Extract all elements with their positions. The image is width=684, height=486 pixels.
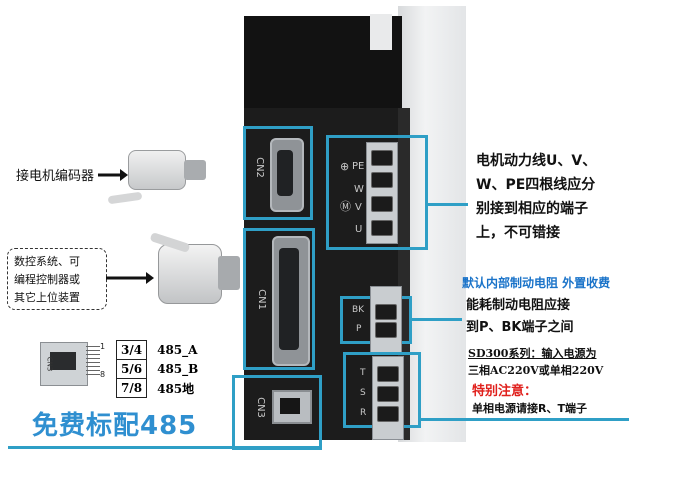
cnc-label-line-1: 数控系统、可	[14, 255, 80, 268]
motor-text-line-2: W、PE四根线应分	[476, 177, 596, 193]
sd300-line-2: 三相AC220V或单相220V	[468, 364, 604, 377]
encoder-arrow	[98, 169, 128, 181]
term-label-bk: BK	[352, 305, 365, 315]
sd300-line-1: SD300系列：输入电源为	[468, 347, 597, 360]
cnc-plug-shell	[218, 256, 240, 290]
motor-icon: Ⓜ	[340, 200, 351, 213]
single-phase-note: 单相电源请接R、T端子	[472, 402, 587, 415]
rs485-pins: 5/6	[115, 359, 148, 379]
rj45-pin-leads	[86, 346, 100, 376]
attention-label: 特别注意：	[472, 384, 538, 399]
drive-top-clip	[370, 14, 392, 50]
term-label-w: W	[354, 184, 364, 195]
rs485-pins: 7/8	[115, 378, 148, 398]
brake-note: 默认内部制动电阻 外置收费	[462, 276, 611, 290]
ground-icon: ⊕	[340, 160, 350, 173]
motor-text-line-4: 上，不可错接	[476, 225, 560, 241]
brake-terminal-block[interactable]	[370, 286, 402, 354]
cnc-plug	[158, 244, 222, 304]
cnc-arrow	[106, 272, 154, 284]
motor-text-line-3: 别接到相应的端子	[476, 201, 588, 217]
term-label-s: S	[360, 388, 366, 398]
term-label-u: U	[355, 224, 363, 235]
cn1-socket	[279, 248, 299, 350]
rj45-jack-socket	[50, 352, 76, 370]
power-terminal-slot-1	[377, 366, 399, 382]
motor-terminal-slot-3	[371, 196, 393, 212]
cn1-highlight-box	[243, 228, 315, 370]
brake-callout-line	[412, 318, 462, 321]
cn3-label: CN3	[254, 397, 266, 418]
rj45-pin-8: 8	[100, 370, 106, 379]
rj45-pin-1: 1	[100, 342, 106, 351]
encoder-label: 接电机编码器	[16, 169, 95, 184]
cn3-callout-line	[8, 446, 322, 449]
encoder-cable	[107, 191, 143, 205]
cn2-highlight-box	[243, 126, 313, 220]
motor-terminal-slot-1	[371, 150, 393, 166]
power-callout-line	[421, 418, 629, 421]
rs485-signal: 485_B	[157, 362, 199, 376]
cn2-socket	[277, 150, 293, 196]
motor-callout-line	[428, 203, 468, 206]
power-terminal-slot-2	[377, 386, 399, 402]
rs485-signal: 485_A	[157, 343, 198, 357]
encoder-plug	[128, 150, 186, 190]
motor-terminal-box	[326, 135, 428, 250]
brake-terminal-slot-2	[375, 322, 397, 338]
term-label-r: R	[360, 408, 367, 418]
encoder-plug-shell	[184, 160, 206, 180]
cn2-label: CN2	[253, 157, 265, 178]
term-label-v: V	[355, 202, 362, 213]
brake-text-line-1: 能耗制动电阻应接	[466, 298, 571, 313]
term-label-t: T	[360, 368, 366, 378]
term-label-pe: PE	[352, 161, 365, 172]
table-row: 5/6 485_B	[115, 359, 203, 379]
rs485-pin-table: 3/4 485_A 5/6 485_B 7/8 485地	[115, 340, 203, 398]
brake-text-line-2: 到P、BK端子之间	[466, 320, 574, 335]
motor-text-line-1: 电机动力线U、V、	[476, 153, 597, 169]
rj45-jack-label: CN3	[45, 356, 54, 372]
free-485-title: 免费标配485	[32, 411, 198, 441]
cn3-rj45-socket	[280, 398, 300, 414]
cnc-label-line-2: 编程控制器或	[14, 273, 80, 286]
motor-terminal-slot-4	[371, 220, 393, 236]
rs485-pins: 3/4	[115, 340, 148, 360]
motor-terminal-slot-2	[371, 172, 393, 188]
brake-terminal-slot-1	[375, 304, 397, 320]
power-terminal-slot-3	[377, 406, 399, 422]
table-row: 3/4 485_A	[115, 340, 203, 360]
cnc-label-line-3: 其它上位装置	[14, 291, 80, 304]
table-row: 7/8 485地	[115, 378, 203, 398]
cn1-label: CN1	[255, 289, 267, 310]
term-label-p: P	[356, 324, 362, 334]
rs485-signal: 485地	[157, 381, 195, 396]
